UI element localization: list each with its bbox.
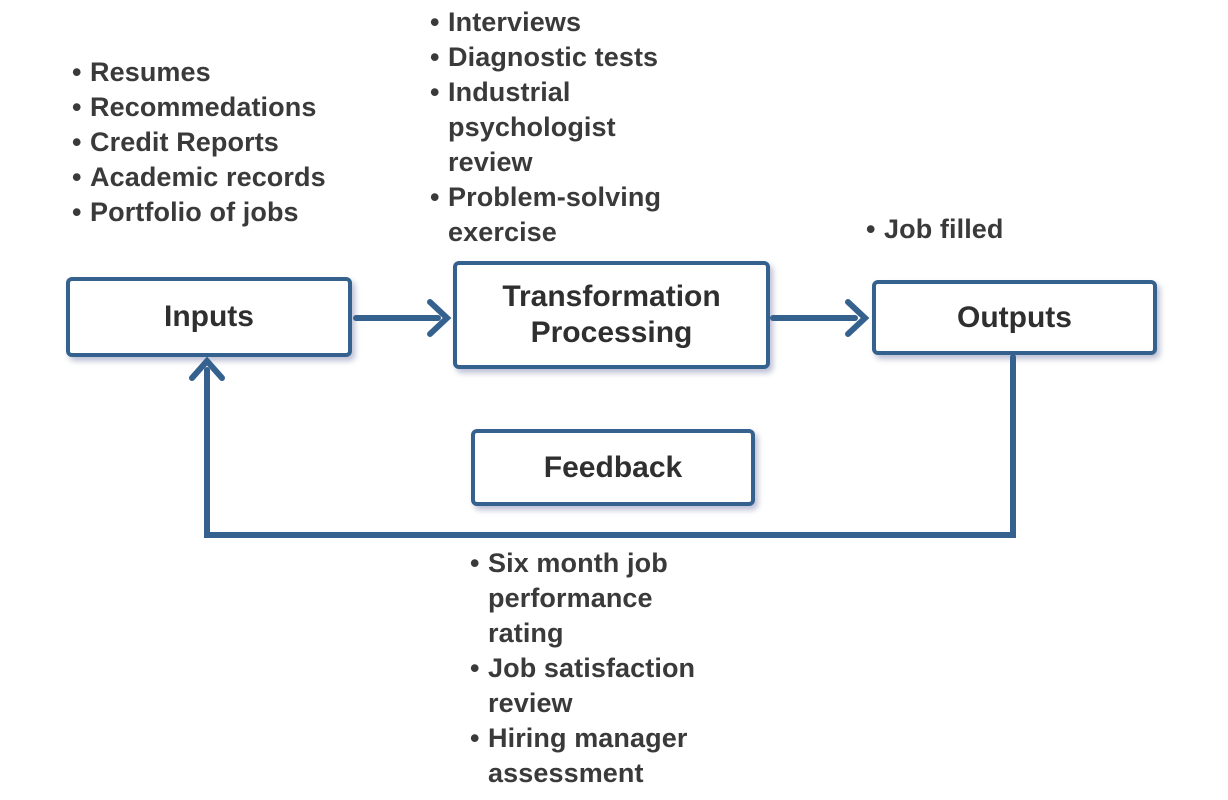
bullet-item: Recommedations [70, 90, 380, 125]
bullet-item: Problem-solving exercise [428, 180, 698, 250]
outputs-box-label: Outputs [957, 300, 1072, 334]
outputs-box: Outputs [872, 280, 1157, 355]
feedback-bullet-list: Six month job performance ratingJob sati… [468, 546, 718, 791]
bullet-item: Job filled [864, 212, 1094, 247]
bullet-item: Industrial psychologist review [428, 75, 698, 180]
bullet-item: Academic records [70, 160, 380, 195]
bullet-item: Job satisfaction review [468, 651, 718, 721]
bullet-item: Portfolio of jobs [70, 195, 380, 230]
transformation-processing-box: Transformation Processing [453, 261, 770, 369]
bullet-item: Resumes [70, 55, 380, 90]
arrow-inputs-to-transformation [353, 299, 452, 337]
arrow-transformation-to-outputs [770, 299, 870, 337]
inputs-box-label: Inputs [164, 300, 254, 333]
bullet-item: Credit Reports [70, 125, 380, 160]
feedback-box-label: Feedback [543, 450, 683, 484]
bullet-item: Hiring manager assessment [468, 721, 718, 791]
bullet-item: Interviews [428, 5, 698, 40]
transformation-processing-box-label: Transformation Processing [502, 280, 721, 349]
inputs-box: Inputs [66, 277, 352, 357]
feedback-box: Feedback [471, 429, 755, 506]
bullet-item: Diagnostic tests [428, 40, 698, 75]
inputs-bullet-list: ResumesRecommedationsCredit ReportsAcade… [70, 55, 380, 230]
bullet-item: Six month job performance rating [468, 546, 718, 651]
outputs-bullet-list: Job filled [864, 212, 1094, 247]
transformation-bullet-list: InterviewsDiagnostic testsIndustrial psy… [428, 5, 698, 250]
